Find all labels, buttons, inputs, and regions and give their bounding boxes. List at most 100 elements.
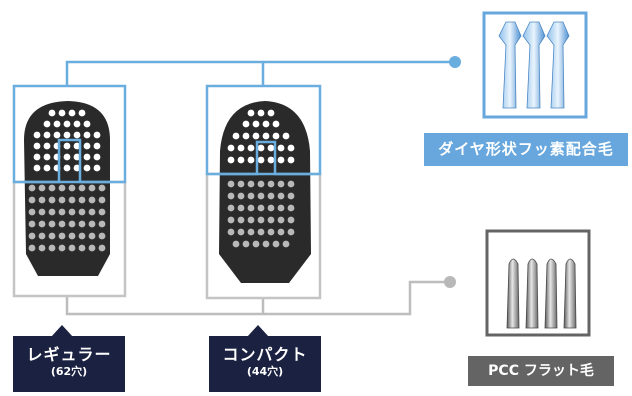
compact-brush xyxy=(205,84,322,300)
brush-hole xyxy=(68,208,76,216)
brush-hole xyxy=(28,208,36,216)
brush-hole xyxy=(227,144,235,152)
brush-hole xyxy=(98,184,106,192)
regular-label: レギュラー (62穴) xyxy=(13,345,125,378)
brush-hole xyxy=(43,142,51,150)
brush-hole xyxy=(277,144,285,152)
brush-hole xyxy=(28,196,36,204)
brush-hole xyxy=(257,204,265,212)
brush-hole xyxy=(83,153,91,161)
flat-bristle xyxy=(563,258,577,329)
brush-hole xyxy=(252,132,260,140)
brush-hole xyxy=(267,204,275,212)
brush-hole xyxy=(237,192,245,200)
brush-hole xyxy=(237,144,245,152)
brush-hole xyxy=(48,208,56,216)
regular-name: レギュラー xyxy=(26,345,112,364)
brush-hole xyxy=(68,244,76,252)
brush-hole xyxy=(33,164,41,172)
brush-hole xyxy=(58,184,66,192)
brush-hole xyxy=(33,153,41,161)
brush-hole xyxy=(287,156,295,164)
brush-hole xyxy=(227,192,235,200)
brush-hole xyxy=(88,232,96,240)
regular-upper-frame xyxy=(12,84,127,184)
brush-hole xyxy=(58,232,66,240)
brush-hole xyxy=(88,184,96,192)
brush-hole xyxy=(43,164,51,172)
pcc-bristle-label: PCC フラット毛 xyxy=(468,356,614,386)
brush-hole xyxy=(88,244,96,252)
brush-hole xyxy=(73,131,81,139)
brush-hole xyxy=(68,196,76,204)
brush-hole xyxy=(43,131,51,139)
brush-hole xyxy=(28,244,36,252)
brush-hole xyxy=(73,142,81,150)
brush-hole xyxy=(242,132,250,140)
brush-hole xyxy=(73,153,81,161)
brush-hole xyxy=(53,120,61,128)
brush-hole xyxy=(287,228,295,236)
brush-hole xyxy=(78,220,86,228)
brush-hole xyxy=(247,204,255,212)
brush-hole xyxy=(242,120,250,128)
brush-hole xyxy=(242,240,250,248)
brush-hole xyxy=(257,144,265,152)
brush-hole xyxy=(78,208,86,216)
brush-hole xyxy=(28,220,36,228)
brush-hole xyxy=(68,109,76,117)
brush-hole xyxy=(247,156,255,164)
brush-hole xyxy=(227,180,235,188)
brush-hole xyxy=(247,180,255,188)
brush-hole xyxy=(227,156,235,164)
brush-hole xyxy=(73,120,81,128)
brush-hole xyxy=(93,164,101,172)
brush-hole xyxy=(38,220,46,228)
brush-hole xyxy=(267,192,275,200)
brush-hole xyxy=(98,232,106,240)
brush-hole xyxy=(267,216,275,224)
brush-hole xyxy=(63,131,71,139)
brush-hole xyxy=(48,220,56,228)
compact-label-tab xyxy=(209,325,321,392)
pcc-bristle-illustration xyxy=(485,229,591,337)
regular-brush xyxy=(12,84,127,298)
brush-hole xyxy=(247,192,255,200)
diamond-bristle-illustration xyxy=(482,11,588,119)
brush-hole xyxy=(78,109,86,117)
regular-center-mark xyxy=(24,138,110,184)
brush-hole xyxy=(227,204,235,212)
brush-hole xyxy=(98,244,106,252)
brush-hole xyxy=(58,196,66,204)
brush-hole xyxy=(282,132,290,140)
brush-hole xyxy=(43,153,51,161)
regular-label-tab xyxy=(13,325,125,392)
flat-bristle xyxy=(544,258,558,329)
brush-hole xyxy=(247,216,255,224)
brush-hole xyxy=(63,142,71,150)
brush-hole xyxy=(257,192,265,200)
brush-hole xyxy=(237,180,245,188)
brush-hole xyxy=(267,156,275,164)
compact-label: コンパクト (44穴) xyxy=(209,345,321,378)
brush-hole xyxy=(277,228,285,236)
brush-hole xyxy=(237,156,245,164)
brush-hole xyxy=(78,232,86,240)
brush-hole xyxy=(43,120,51,128)
brush-hole xyxy=(88,220,96,228)
brush-hole xyxy=(63,153,71,161)
brush-hole xyxy=(262,240,270,248)
brush-hole xyxy=(83,164,91,172)
brush-hole xyxy=(98,196,106,204)
brush-hole xyxy=(282,240,290,248)
flat-bristle xyxy=(525,258,539,329)
brush-hole xyxy=(232,240,240,248)
brush-hole xyxy=(277,216,285,224)
brush-hole xyxy=(267,228,275,236)
brush-hole xyxy=(287,216,295,224)
brush-hole xyxy=(68,184,76,192)
brush-hole xyxy=(257,228,265,236)
brush-hole xyxy=(38,184,46,192)
brush-hole xyxy=(262,120,270,128)
brush-hole xyxy=(247,109,255,117)
